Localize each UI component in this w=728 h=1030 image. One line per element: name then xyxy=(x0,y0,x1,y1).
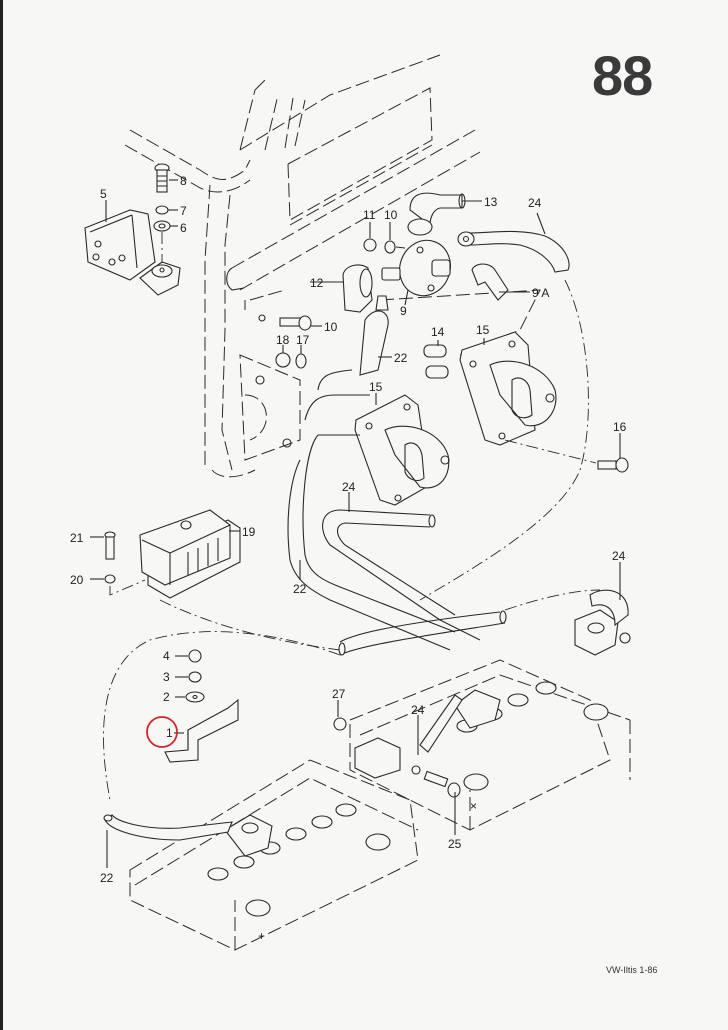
label-22: 21 xyxy=(70,531,84,545)
part-10-screw[interactable] xyxy=(258,314,312,331)
battery-clamp[interactable] xyxy=(224,814,273,857)
leader-lines xyxy=(90,179,621,868)
label-23-middle: 22 xyxy=(293,582,307,596)
page-number: 88 xyxy=(592,44,653,107)
part-2-washer[interactable] xyxy=(185,691,205,703)
label-8: 8 xyxy=(180,174,187,188)
battery-plus-mark: + xyxy=(258,929,265,943)
battery-terminal-mark: × xyxy=(470,799,477,813)
part-9a-cable-boot[interactable] xyxy=(471,263,509,301)
part-14-cable-boot[interactable] xyxy=(407,192,466,236)
label-16-rear: 15 xyxy=(476,323,490,337)
part-9-terminal-plate[interactable] xyxy=(392,233,458,303)
part-13-cable-boot[interactable] xyxy=(342,264,401,313)
part-23-cable-lower[interactable] xyxy=(103,814,233,841)
battery-clamp[interactable] xyxy=(454,689,501,729)
footer-reference: VW-Iltis 1-86 xyxy=(606,965,658,975)
part-12-nut[interactable] xyxy=(363,238,377,252)
part-17-screw[interactable] xyxy=(504,439,629,473)
leader-line xyxy=(395,246,406,249)
part-24-cable-middle[interactable] xyxy=(322,509,507,656)
label-10: 10 xyxy=(324,320,338,334)
part-19-nut[interactable] xyxy=(275,352,291,368)
body-outline xyxy=(124,54,541,478)
part-26-screw[interactable] xyxy=(423,770,461,798)
label-12: 11 xyxy=(363,208,376,222)
label-21: 20 xyxy=(70,573,84,587)
label-9: 9 xyxy=(400,304,407,318)
part-16-socket-front[interactable] xyxy=(354,394,450,506)
part-20-fuse-box[interactable] xyxy=(139,509,241,599)
battery-right[interactable] xyxy=(349,659,631,831)
part-24-cable-top[interactable] xyxy=(457,230,570,273)
label-25: 24 xyxy=(411,703,425,717)
label-11: 10 xyxy=(384,208,398,222)
label-20: 19 xyxy=(242,525,256,539)
label-23-lower: 22 xyxy=(100,871,114,885)
scan-edge xyxy=(0,0,3,1030)
part-21-washer[interactable] xyxy=(104,574,146,596)
label-18: 17 xyxy=(296,333,310,347)
cable-route-line xyxy=(103,631,341,801)
part-25-connecting-strap[interactable] xyxy=(411,694,463,775)
label-16-front: 15 xyxy=(369,380,383,394)
label-24-top: 24 xyxy=(528,196,542,210)
label-14: 13 xyxy=(484,195,498,209)
label-24-right: 24 xyxy=(612,549,626,563)
part-27-nut[interactable] xyxy=(333,717,347,731)
part-4-nut[interactable] xyxy=(188,649,202,663)
highlight-circle-part-1 xyxy=(146,716,178,748)
label-23-upper: 22 xyxy=(394,351,408,365)
part-15-contact-sleeves[interactable] xyxy=(423,344,449,379)
label-5: 5 xyxy=(100,187,107,201)
part-3-spring-washer[interactable] xyxy=(188,671,202,683)
label-17: 16 xyxy=(613,420,627,434)
part-labels: 8 5 7 6 11 10 13 24 9 A 12 9 10 18 17 22… xyxy=(70,174,627,885)
cable-route-line xyxy=(159,599,341,651)
label-1: 1 xyxy=(166,726,173,740)
label-7: 7 xyxy=(180,204,187,218)
part-18-spring-washer[interactable] xyxy=(295,353,307,369)
label-26: 25 xyxy=(448,837,462,851)
part-11-spring-washer[interactable] xyxy=(384,240,396,254)
label-2: 2 xyxy=(163,690,170,704)
battery-clamp[interactable] xyxy=(354,737,401,779)
label-15: 14 xyxy=(431,325,445,339)
label-4: 4 xyxy=(163,649,170,663)
label-3: 3 xyxy=(163,670,170,684)
cable-route-line xyxy=(419,279,601,611)
cable-lug[interactable] xyxy=(359,295,389,376)
label-24-middle: 24 xyxy=(342,480,356,494)
part-24-battery-clamp-right[interactable] xyxy=(574,589,631,656)
part-16-socket-rear[interactable] xyxy=(459,331,557,446)
part-23-cable-main[interactable] xyxy=(287,369,456,651)
label-19: 18 xyxy=(276,333,290,347)
part-1-battery-bracket[interactable] xyxy=(164,698,239,763)
part-5-relay-box[interactable] xyxy=(84,163,181,296)
label-27: 27 xyxy=(332,687,346,701)
label-6: 6 xyxy=(180,221,187,235)
battery-left[interactable] xyxy=(129,759,419,951)
label-13: 12 xyxy=(310,276,324,290)
part-22-screw[interactable] xyxy=(104,531,116,560)
label-9a: 9 A xyxy=(532,286,549,300)
